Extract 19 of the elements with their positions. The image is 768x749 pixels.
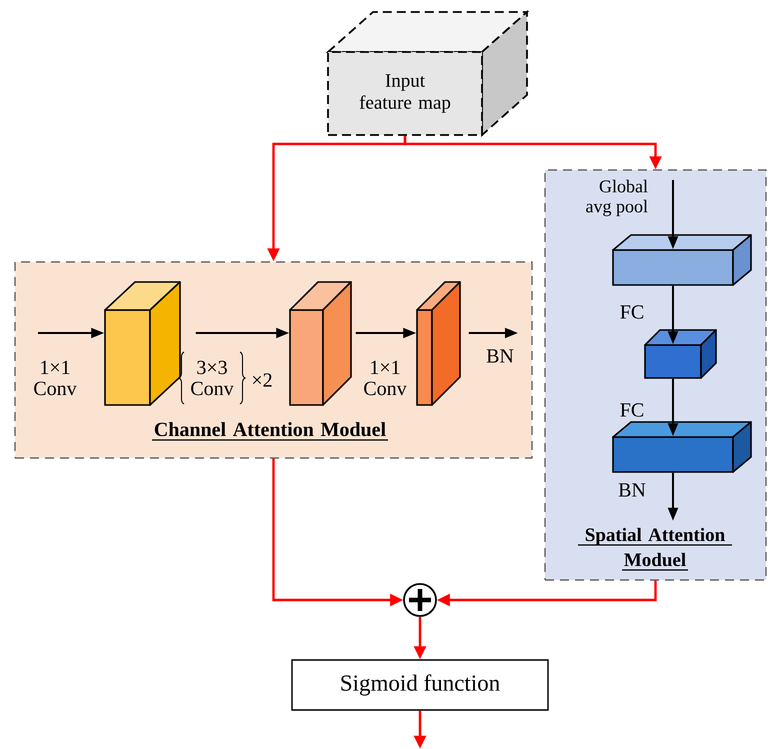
edge-label: FC (620, 305, 644, 319)
module-title: Spatial Attention Moduel (578, 528, 732, 571)
cuboid (612, 234, 752, 286)
plus-circle (403, 583, 437, 617)
module-title: Channel Attention Moduel (152, 422, 388, 441)
cuboid (612, 421, 752, 473)
multiplier-label: ×2 (252, 373, 272, 387)
cuboid (104, 281, 181, 406)
edge-label: 3×3 Conv (191, 360, 234, 396)
edge-label: 1×1 Conv (34, 360, 77, 396)
edge-label: Global avg pool (586, 180, 648, 216)
edge-label: BN (486, 349, 514, 363)
process-box: Sigmoid function (291, 659, 549, 711)
edge-label: FC (620, 403, 644, 417)
edge-label: 1×1 Conv (364, 360, 407, 396)
cuboid (644, 329, 717, 379)
cuboid (416, 281, 461, 406)
cuboid (289, 281, 352, 406)
edge-label: BN (618, 483, 646, 497)
